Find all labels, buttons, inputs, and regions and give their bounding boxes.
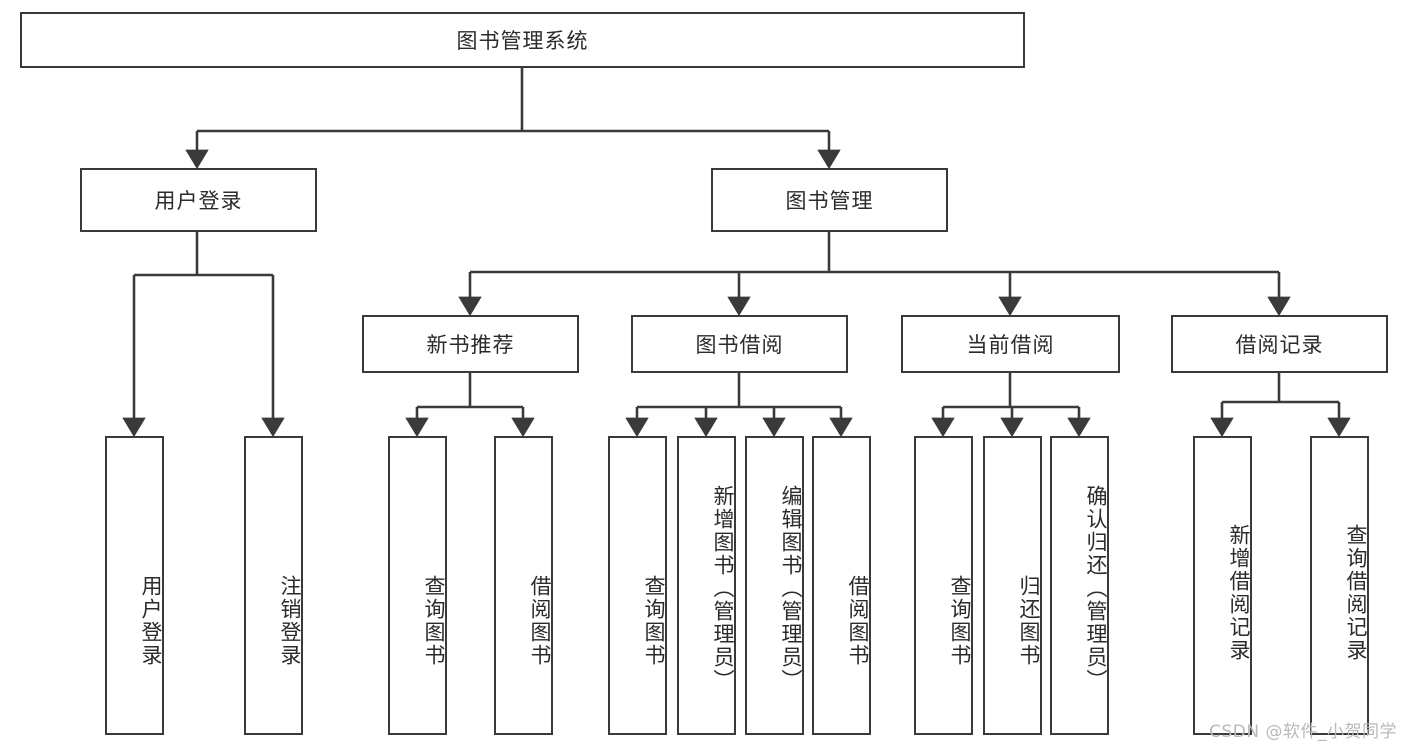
leaf-user-login[interactable]: 用户登录 [105,436,164,735]
leaf-query-book-current[interactable]: 查询图书 [914,436,973,735]
node-new-book-recommendation[interactable]: 新书推荐 [362,315,579,373]
node-book-borrow[interactable]: 图书借阅 [631,315,848,373]
leaf-query-borrow-record[interactable]: 查询借阅记录 [1310,436,1369,735]
leaf-add-borrow-record[interactable]: 新增借阅记录 [1193,436,1252,735]
leaf-borrow-book-new-rec[interactable]: 借阅图书 [494,436,553,735]
leaf-add-book-admin[interactable]: 新增图书（管理员） [677,436,736,735]
node-book-management[interactable]: 图书管理 [711,168,948,232]
node-current-borrow[interactable]: 当前借阅 [901,315,1120,373]
node-root-book-management-system[interactable]: 图书管理系统 [20,12,1025,68]
leaf-borrow-book-borrow[interactable]: 借阅图书 [812,436,871,735]
watermark-credit: CSDN @软件_小贺同学 [1209,722,1397,742]
leaf-query-book-new-rec[interactable]: 查询图书 [388,436,447,735]
leaf-return-book[interactable]: 归还图书 [983,436,1042,735]
leaf-confirm-return-admin[interactable]: 确认归还（管理员） [1050,436,1109,735]
leaf-query-book-borrow[interactable]: 查询图书 [608,436,667,735]
node-borrow-record[interactable]: 借阅记录 [1171,315,1388,373]
leaf-user-logout[interactable]: 注销登录 [244,436,303,735]
leaf-edit-book-admin[interactable]: 编辑图书（管理员） [745,436,804,735]
node-user-login[interactable]: 用户登录 [80,168,317,232]
